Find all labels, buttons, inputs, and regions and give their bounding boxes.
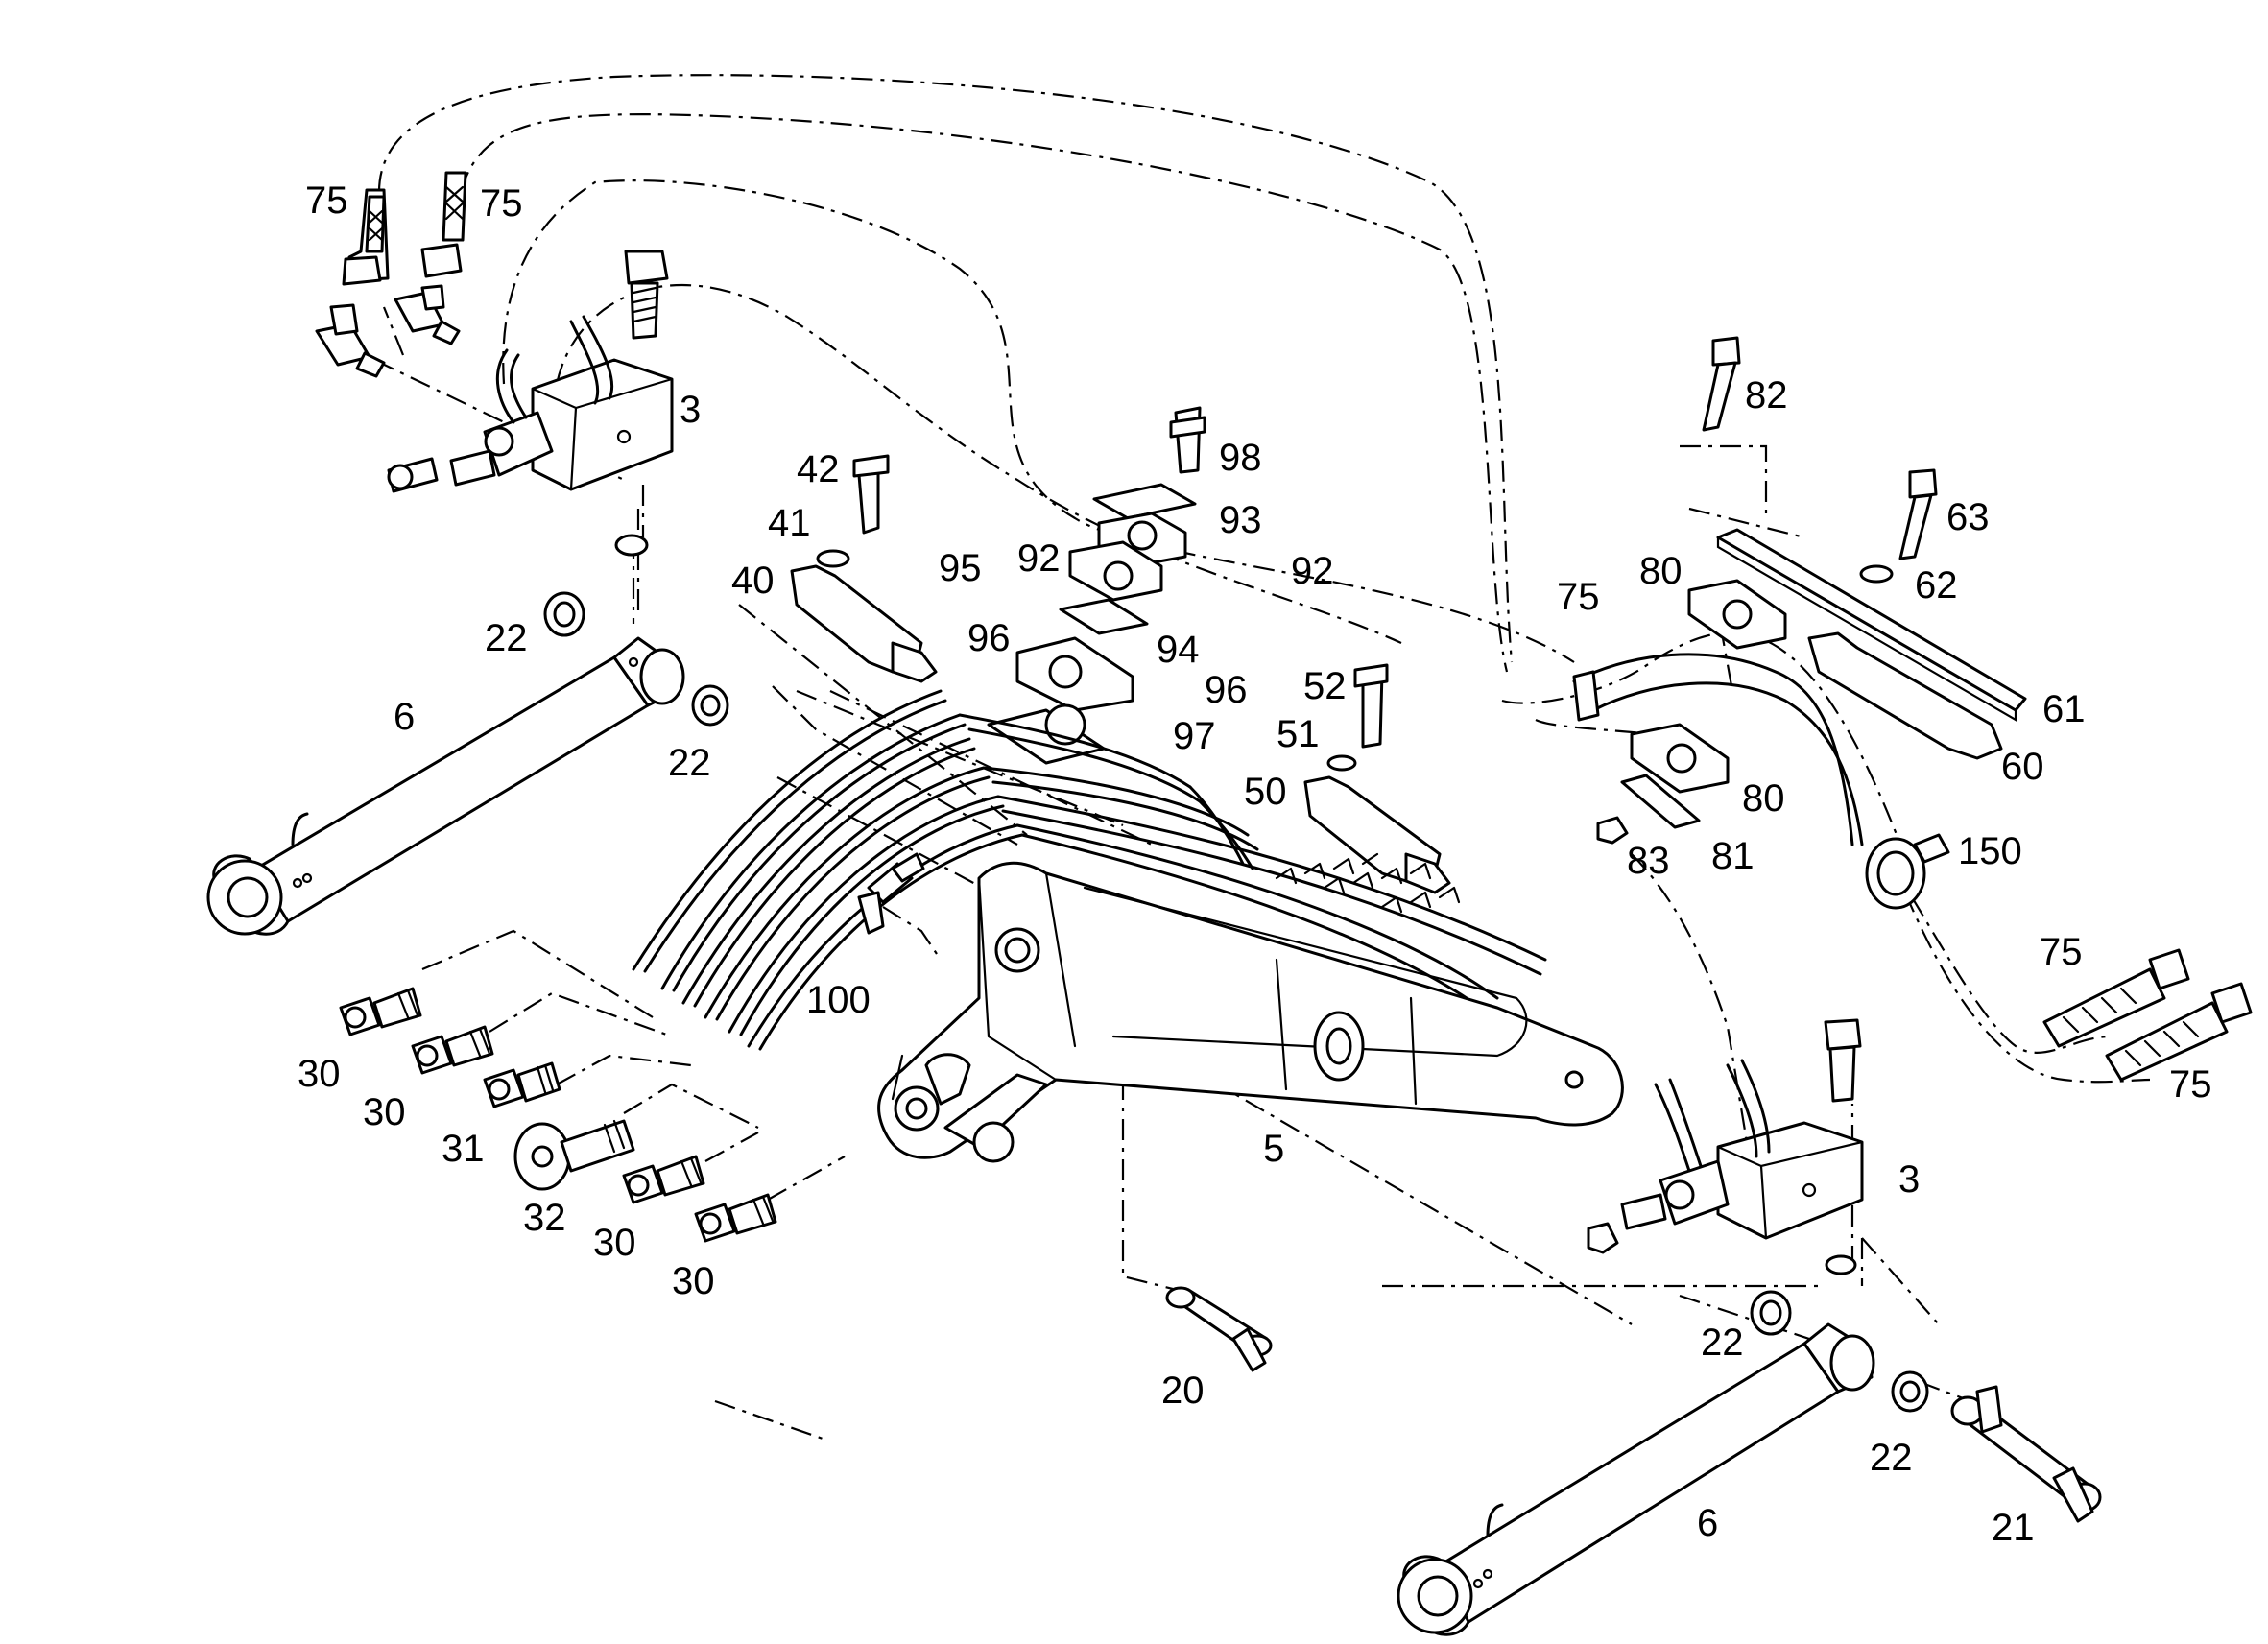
callout-22: 22 [1870, 1437, 1913, 1479]
callout-50: 50 [1244, 771, 1287, 813]
callout-30: 30 [593, 1222, 636, 1264]
fitting-31 [483, 1061, 561, 1108]
callout-41: 41 [768, 502, 811, 544]
callout-32: 32 [523, 1197, 566, 1239]
callout-75: 75 [305, 179, 348, 222]
clamp-80-bottom [1630, 723, 1730, 794]
hydraulic-cylinder-6-left [206, 591, 729, 936]
fitting-30-d [694, 1193, 777, 1243]
callout-5: 5 [1263, 1128, 1284, 1170]
callout-94: 94 [1157, 629, 1200, 671]
bolt-63 [1859, 468, 1938, 584]
callout-3: 3 [1898, 1158, 1920, 1201]
callout-63: 63 [1946, 496, 1990, 538]
callout-62: 62 [1915, 564, 1958, 607]
callout-51: 51 [1277, 713, 1320, 755]
plate-81 [1620, 774, 1701, 829]
callout-80: 80 [1639, 550, 1683, 592]
callout-96: 96 [967, 617, 1011, 659]
bolt-82 [1702, 336, 1741, 432]
callout-75: 75 [2169, 1063, 2212, 1106]
callout-93: 93 [1219, 499, 1262, 541]
fitting-30-b [411, 1025, 494, 1075]
callout-60: 60 [2001, 746, 2044, 788]
callout-75: 75 [2040, 931, 2083, 973]
adapter-fitting-left [315, 303, 386, 378]
hose-clamp-150 [1865, 833, 1950, 910]
hose-bundle [632, 689, 1547, 1051]
right-hoses [1572, 653, 1864, 846]
hose-fitting-75-top-left [342, 188, 390, 286]
callout-80: 80 [1742, 777, 1785, 820]
callout-40: 40 [731, 560, 775, 602]
hose-fitting-75-right-b [2105, 982, 2253, 1082]
callout-100: 100 [806, 979, 871, 1021]
callout-83: 83 [1627, 840, 1670, 882]
callout-30: 30 [672, 1260, 715, 1302]
callout-97: 97 [1173, 715, 1216, 757]
callout-61: 61 [2042, 688, 2086, 730]
fitting-32 [513, 1119, 635, 1191]
callout-21: 21 [1992, 1507, 2035, 1549]
elbow-fitting-100 [857, 852, 925, 935]
callout-98: 98 [1219, 437, 1262, 479]
clamp-plate-61 [1716, 528, 2027, 722]
callout-30: 30 [298, 1053, 341, 1095]
callout-75: 75 [1557, 576, 1600, 618]
callout-95: 95 [939, 547, 982, 589]
callout-92: 92 [1017, 537, 1061, 580]
boom-arm-5 [877, 861, 1624, 1163]
callout-22: 22 [485, 617, 528, 659]
callout-30: 30 [363, 1091, 406, 1133]
callout-75: 75 [480, 182, 523, 225]
fitting-30-a [339, 987, 422, 1036]
valve-block-3-bottom [1587, 1059, 1864, 1254]
hose-fitting-75-right-a [2042, 948, 2190, 1048]
fitting-30-c [622, 1155, 705, 1204]
callout-81: 81 [1711, 835, 1755, 877]
pin-20 [1165, 1286, 1273, 1372]
adapter-fitting-right [394, 284, 461, 345]
callout-22: 22 [1701, 1322, 1744, 1364]
valve-block-3-top [387, 315, 674, 493]
callout-150: 150 [1958, 830, 2022, 872]
callout-92: 92 [1291, 550, 1334, 592]
clamp-40-assembly [790, 454, 938, 683]
callout-22: 22 [668, 742, 711, 784]
callout-labels: 75 75 3 22 6 22 42 41 40 98 93 92 92 95 … [298, 179, 2212, 1549]
nut-83 [1596, 816, 1629, 845]
clamp-60 [1807, 631, 2003, 760]
hydraulic-cylinder-6-right [1397, 1290, 1929, 1636]
pin-21 [1950, 1385, 2102, 1523]
clamp-80-top [1687, 579, 1787, 650]
clamp-stack-98-97 [987, 406, 1206, 765]
bolt-top-left [614, 250, 669, 557]
callout-42: 42 [797, 448, 840, 490]
callout-6: 6 [1697, 1502, 1718, 1544]
callout-82: 82 [1745, 374, 1788, 417]
callout-31: 31 [442, 1128, 485, 1170]
callout-52: 52 [1303, 665, 1347, 707]
callout-96: 96 [1205, 669, 1248, 711]
bolt-top-right [1824, 1018, 1862, 1275]
hose-fitting-75-top-right [420, 171, 467, 278]
callout-20: 20 [1161, 1370, 1205, 1412]
callout-3: 3 [680, 389, 701, 431]
callout-6: 6 [394, 696, 415, 738]
